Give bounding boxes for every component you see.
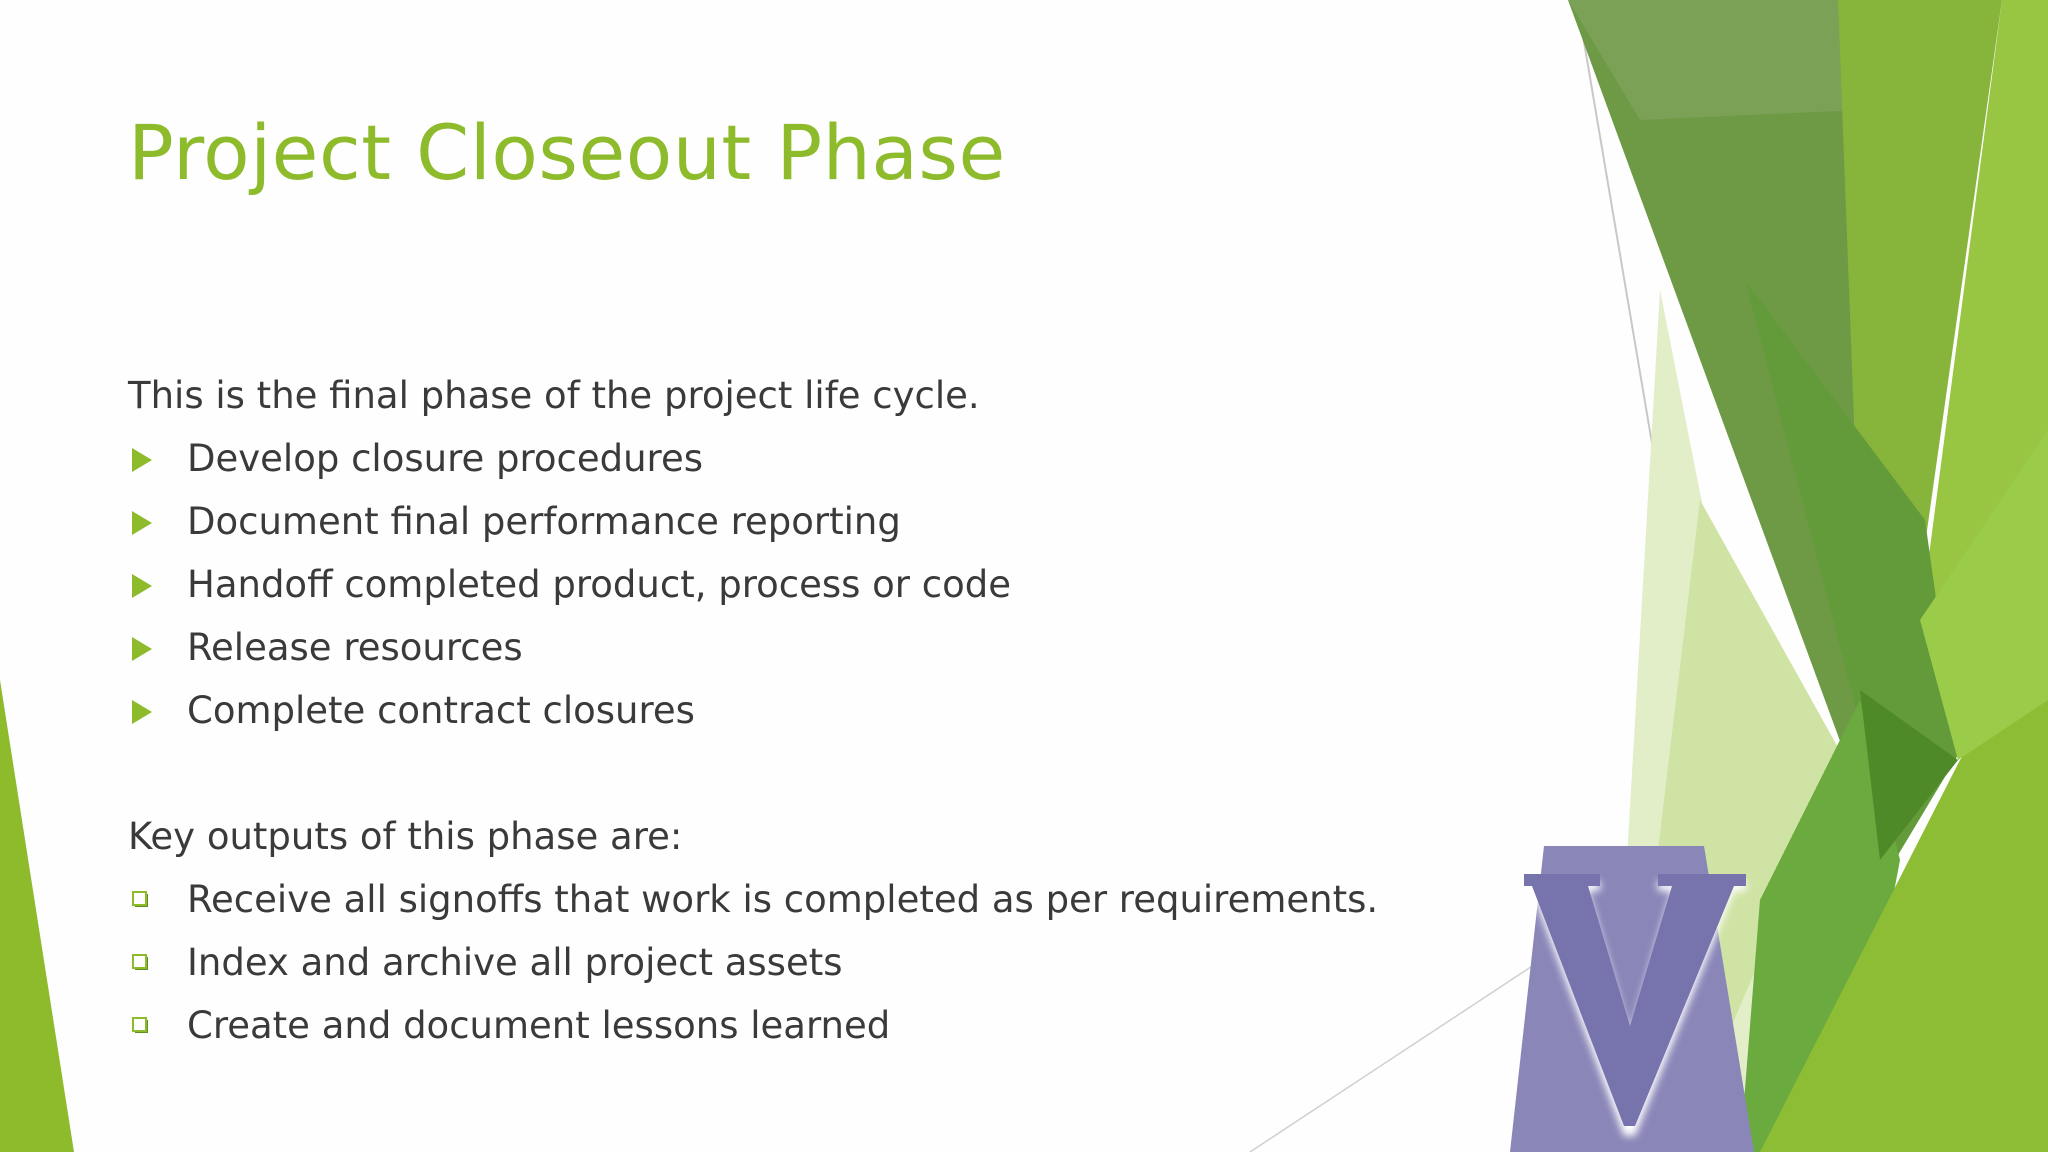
- triangle-right-icon: [132, 700, 152, 724]
- intro-text: This is the final phase of the project l…: [128, 374, 980, 417]
- output-item: Index and archive all project assets: [128, 931, 1528, 994]
- output-label: Receive all signoffs that work is comple…: [187, 878, 1379, 921]
- spacer: [128, 742, 1528, 805]
- dark-wedge-top: [1568, 0, 1860, 120]
- right-mid-green: [1920, 430, 2048, 760]
- checkbox-square-icon: [132, 891, 148, 907]
- triangle-right-icon: [132, 637, 152, 661]
- left-green-sliver: [0, 680, 74, 1152]
- task-item: Release resources: [128, 616, 1528, 679]
- triangle-right-icon: [132, 511, 152, 535]
- task-label: Document final performance reporting: [187, 500, 901, 543]
- checkbox-square-icon: [132, 954, 148, 970]
- task-item: Develop closure procedures: [128, 427, 1528, 490]
- task-label: Complete contract closures: [187, 689, 695, 732]
- dark-accent: [1860, 690, 1958, 860]
- task-item: Handoff completed product, process or co…: [128, 553, 1528, 616]
- v-logo: V: [1502, 846, 1754, 1152]
- output-item: Receive all signoffs that work is comple…: [128, 868, 1528, 931]
- output-label: Index and archive all project assets: [187, 941, 843, 984]
- outputs-heading: Key outputs of this phase are:: [128, 815, 683, 858]
- checkbox-square-icon: [132, 1017, 148, 1033]
- dark-wedge: [1568, 0, 1925, 850]
- task-label: Handoff completed product, process or co…: [187, 563, 1012, 606]
- task-label: Develop closure procedures: [187, 437, 703, 480]
- output-item: Create and document lessons learned: [128, 994, 1528, 1057]
- task-item: Complete contract closures: [128, 679, 1528, 742]
- task-item: Document final performance reporting: [128, 490, 1528, 553]
- lower-right-green: [1760, 640, 2048, 1152]
- slide-title: Project Closeout Phase: [128, 108, 1006, 197]
- task-label: Release resources: [187, 626, 523, 669]
- triangle-right-icon: [132, 448, 152, 472]
- mid-wedge: [1745, 280, 1958, 860]
- triangle-right-icon: [132, 574, 152, 598]
- output-label: Create and document lessons learned: [187, 1004, 891, 1047]
- logo-letter: V: [1502, 846, 1503, 847]
- slide-body: This is the final phase of the project l…: [128, 364, 1528, 1057]
